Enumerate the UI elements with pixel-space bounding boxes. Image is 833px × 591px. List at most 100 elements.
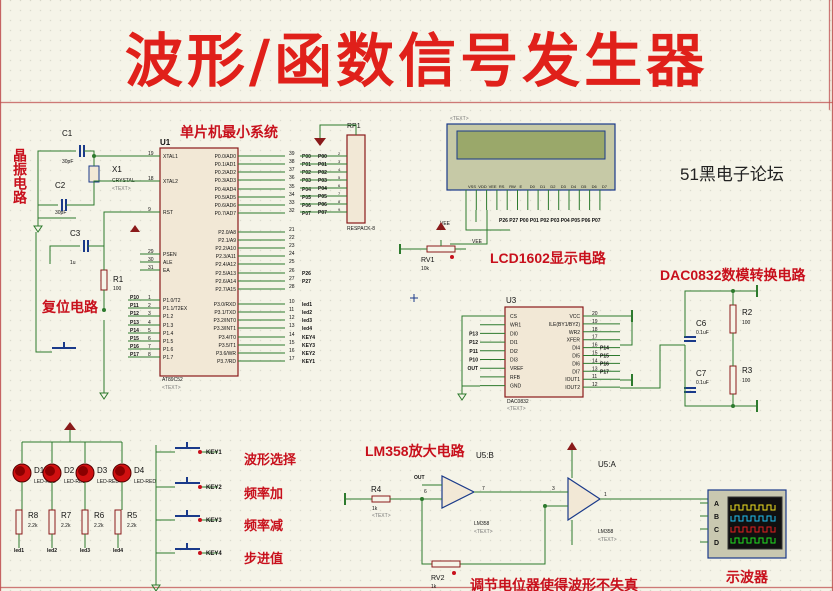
u3-pin-number: 12 (592, 382, 598, 388)
u5a-part-label: LM358 (598, 529, 614, 535)
u1-pin-name: P1.4 (163, 331, 174, 337)
u1-net-label: P17 (130, 352, 139, 358)
u1-pin-name: P0.5/AD5 (215, 195, 237, 201)
u3-net-label: P12 (469, 340, 478, 346)
led-res-value-label: 2.2k (94, 523, 104, 529)
u1-pin-name: P3.4/T0 (218, 335, 236, 341)
osc-trace-4 (730, 537, 776, 544)
c3-value-label: 1u (70, 260, 76, 266)
rp1-body (346, 134, 366, 224)
lcd-net-label: P00 (520, 218, 529, 224)
u1-pin-name: EA (163, 268, 170, 274)
led-ref-label: D4 (134, 466, 145, 475)
u1-pin-number: 36 (289, 175, 295, 181)
lcd-pin-name: D0 (530, 184, 536, 189)
u1-pin-number: 34 (289, 192, 295, 198)
u1-pin-name: P2.4/A12 (215, 262, 236, 268)
filter-junction-bottom (731, 404, 735, 408)
u1-chip-body (159, 147, 239, 377)
osc-trace-3 (730, 526, 776, 533)
rp1-pin-number: 5 (338, 175, 341, 180)
label-oscilloscope: 示波器 (726, 569, 768, 585)
osc-channel-a: A (714, 501, 719, 508)
lcd-pin-name: D7 (602, 184, 608, 189)
u1-pin-number: 31 (148, 265, 154, 271)
amp-out-net: OUT (414, 475, 425, 481)
osc-channel-c: C (714, 527, 719, 534)
u3-pin-name: CS (510, 314, 518, 320)
led-resistor-r8 (15, 509, 23, 535)
u1-pin-name: P0.7/AD7 (215, 211, 237, 217)
u3-pin-name: DI2 (510, 349, 518, 355)
u1-pin-name: P1.1/T2EX (163, 306, 188, 312)
lcd-net-label: P06 (581, 218, 590, 224)
u3-pin-name: DI7 (572, 369, 580, 375)
lcd-net-label: P07 (592, 218, 601, 224)
u5a-text-tag: <TEXT> (598, 537, 617, 543)
u3-pin-number: 11 (592, 374, 597, 380)
u3-pin-name: WR2 (569, 330, 580, 336)
rp1-common-wire (319, 124, 357, 140)
u1-net-label: P10 (130, 295, 139, 301)
rp1-net-label: P07 (318, 210, 327, 216)
c2-value-label: 30pF (55, 210, 66, 216)
u1-pin-number: 15 (289, 340, 295, 346)
c7-value-label: 0.1uF (696, 380, 709, 386)
u1-part-label: AT89C52 (162, 377, 183, 383)
u1-net-label: P07 (302, 211, 311, 217)
amp-pin3: 3 (552, 486, 555, 492)
u1-pin-name: P0.3/AD3 (215, 178, 237, 184)
u1-pin-name: P0.6/AD6 (215, 203, 237, 209)
u1-pin-number: 27 (289, 276, 295, 282)
u1-pin-number: 10 (289, 299, 295, 305)
rp1-pin-number: 8 (338, 199, 341, 204)
dac-left-wire (461, 315, 480, 387)
u1-pin-number: 19 (148, 151, 154, 157)
keys-ground (151, 584, 161, 591)
reset-rst-wire (103, 211, 140, 246)
u1-pin-name: P0.0/AD0 (215, 154, 237, 160)
vcc-arrow-u1 (130, 225, 140, 232)
u1-pin-number: 1 (148, 295, 151, 301)
u1-pin-name: P1.2 (163, 314, 174, 320)
u3-pin-name: DI1 (510, 340, 518, 346)
u1-net-label: P11 (130, 303, 139, 309)
u1-pin-name: P3.3/INT1 (213, 326, 236, 332)
u1-pin-name: P0.2/AD2 (215, 170, 237, 176)
led-resistor-r7 (48, 509, 56, 535)
u1-pin-number: 12 (289, 315, 295, 321)
led-res-value-label: 2.2k (127, 523, 137, 529)
rp1-net-label: P01 (318, 162, 327, 168)
label-key1: 波形选择 (244, 452, 297, 467)
led-resistor-r6 (81, 509, 89, 535)
u1-net-label: led4 (302, 326, 312, 332)
u1-text-tag: <TEXT> (162, 385, 181, 391)
r2-value-label: 100 (742, 320, 751, 326)
led-res-ref-label: R7 (61, 511, 72, 520)
rv1-value-label: 10k (421, 266, 430, 272)
vee-arrow (436, 222, 446, 230)
led-value-label: LED-RED (64, 479, 86, 485)
lcd-pin-name: D2 (550, 184, 556, 189)
lcd-pin-name: RW (509, 184, 516, 189)
u1-net-label: led3 (302, 318, 312, 324)
u1-pin-number: 35 (289, 184, 295, 190)
rv2-potentiometer (431, 560, 461, 568)
rv1-probe-dot (450, 255, 454, 259)
u1-net-label: led1 (302, 302, 312, 308)
u1-net-label: P06 (302, 203, 311, 209)
led-d3-shade (78, 466, 88, 476)
u3-pin-name: DI6 (572, 361, 580, 367)
u3-pin-number: 16 (592, 343, 598, 349)
u3-pin-name: ILE(BY1/BY2) (549, 322, 580, 328)
u1-net-label: P02 (302, 170, 311, 176)
rp1-pin-number: 3 (338, 159, 341, 164)
u1-pin-number: 29 (148, 249, 154, 255)
crystal-ground-wire (37, 150, 76, 219)
key-1-net: KEY1 (206, 450, 222, 456)
u3-pin-number: 20 (592, 311, 598, 317)
led-ref-label: D2 (64, 466, 75, 475)
u3-net-label: P16 (600, 361, 609, 367)
